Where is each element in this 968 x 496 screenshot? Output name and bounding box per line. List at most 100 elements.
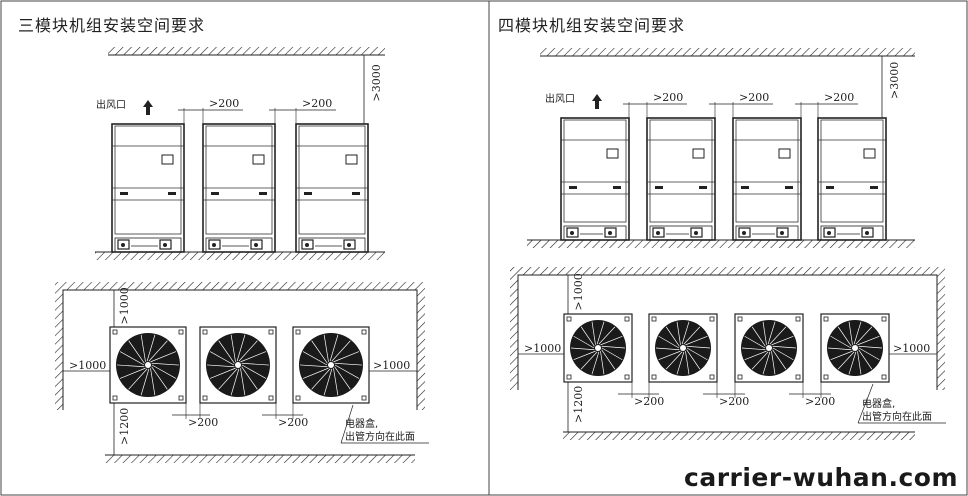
side-wall-hatch (417, 290, 425, 410)
back-wall-hatch (55, 282, 425, 290)
module-unit-elevation (646, 117, 716, 241)
left-panel-drawing: >3000>200>200出风口>1000>1000>1000>1200>200… (55, 47, 429, 463)
corner-bolt (823, 374, 829, 380)
vent-slot (741, 186, 749, 189)
fan-blade-line (151, 364, 177, 379)
fan-blade-line (241, 362, 270, 366)
module-unit-elevation (817, 117, 887, 241)
corner-bolt (795, 374, 801, 380)
fan-blade-line (329, 334, 339, 362)
corner-bolt (651, 316, 657, 322)
fan-blade-line (116, 364, 145, 368)
vent-slot (569, 186, 577, 189)
module-unit-plan (292, 326, 370, 404)
fan-blade-line (302, 367, 329, 379)
corner-bolt (624, 374, 630, 380)
side-clearance-label-right: >1000 (373, 359, 410, 372)
fan-blade-line (772, 349, 787, 370)
vent-slot (655, 186, 663, 189)
fan-blade-line (311, 340, 328, 364)
fan-blade-line (655, 347, 680, 351)
outlet-label: 出风口 (96, 98, 126, 111)
front-clearance-label: >1200 (572, 386, 585, 423)
corner-bolt (709, 316, 715, 322)
back-clearance-label: >1000 (572, 273, 585, 310)
watermark-text: carrier-wuhan.com (684, 463, 958, 492)
vent-slot (785, 186, 793, 189)
pipe-port (776, 227, 789, 238)
fan-blade-line (591, 321, 596, 345)
vent-slot (304, 192, 312, 195)
pipe-port-hole (212, 243, 216, 247)
box-note-line2: 出管方向在此面 (345, 430, 415, 443)
fan-blade-line (323, 368, 333, 396)
fan-blade-line (830, 350, 853, 361)
note-leader (340, 404, 354, 444)
fan-blade-line (209, 351, 235, 366)
fan-blade-line (596, 321, 605, 345)
unit-body (646, 117, 716, 241)
fan-blade-line (230, 368, 240, 396)
fan-blade-line (658, 335, 680, 349)
unit-base (735, 225, 799, 241)
front-hatch (105, 455, 415, 463)
fan-blade-line (853, 321, 862, 345)
gap-elevation-label: >200 (302, 97, 332, 110)
front-hatch (563, 432, 915, 440)
fan-blade-line (333, 368, 339, 396)
fan-blade-line (830, 335, 852, 349)
fan-blade-line (151, 362, 180, 366)
right-panel-title: 四模块机组安装空间要求 (498, 16, 686, 35)
fan-blade-line (676, 321, 681, 345)
fan-blade-line (744, 335, 766, 349)
gap-plan-label: >200 (805, 395, 835, 408)
fan-blade-line (772, 345, 797, 349)
fan-blade-line (240, 351, 267, 363)
fan-blade-line (241, 364, 267, 379)
vent-slot (870, 186, 878, 189)
pipe-port (823, 227, 836, 238)
fan-blade-line (570, 347, 595, 351)
control-box (161, 154, 174, 165)
corner-bolt (295, 329, 301, 335)
fan-blade-line (751, 326, 766, 347)
pipe-port (738, 227, 751, 238)
module-unit-plan (648, 313, 718, 383)
fan-blade-line (119, 367, 146, 379)
fan-blade-line (744, 350, 767, 361)
fan-blade-line (240, 368, 246, 396)
fan-blade-line (331, 340, 351, 362)
vent-slot (352, 192, 360, 195)
fan-blade-line (767, 321, 776, 345)
pipe-port-hole (254, 243, 258, 247)
module-unit-plan (109, 326, 187, 404)
fan-hub (680, 345, 686, 351)
fan-blade-line (299, 364, 328, 368)
wall-outline (517, 274, 938, 390)
fan-blade-line (686, 345, 711, 349)
unit-inner-frame (205, 125, 273, 235)
fan-blade-line (334, 362, 363, 366)
fan-blade-line (119, 351, 145, 366)
pipe-port (343, 239, 356, 250)
pipe-port-hole (121, 243, 125, 247)
fan-blade-line (150, 351, 177, 363)
fan-blade-line (665, 351, 683, 370)
ceiling-hatch (108, 47, 385, 55)
fan-blade-line (302, 351, 328, 366)
unit-inner-frame (298, 125, 366, 235)
unit-base (563, 225, 627, 241)
fan-blade-line (857, 335, 880, 346)
vent-slot (168, 192, 176, 195)
fan-blade-line (762, 321, 767, 345)
pipe-port-hole (827, 231, 831, 235)
side-clearance-label-right: >1000 (893, 342, 930, 355)
vent-slot (120, 192, 128, 195)
fan-blade-line (311, 368, 331, 390)
fan-blade-line (150, 368, 156, 396)
unit-inner-frame (563, 119, 627, 223)
gap-plan-label: >200 (634, 395, 664, 408)
fan-blade-line (762, 351, 771, 375)
corner-bolt (202, 329, 208, 335)
unit-inner-frame (649, 119, 713, 223)
